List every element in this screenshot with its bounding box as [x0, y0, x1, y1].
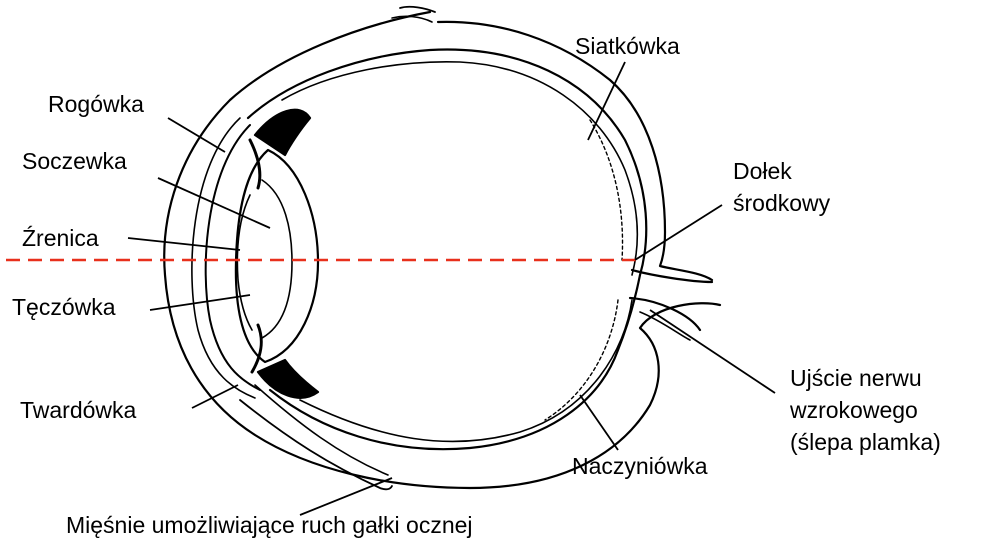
label-naczyniowka: Naczyniówka [572, 452, 708, 480]
leader-teczowka [150, 295, 250, 310]
retina-outline [545, 120, 623, 420]
ciliary-body-top [255, 110, 310, 155]
sclera-top-outline [438, 22, 712, 280]
lens-outline [236, 150, 318, 362]
ciliary-body-bottom [258, 360, 318, 398]
leader-naczyniowka [580, 395, 618, 450]
label-teczowka: Tęczówka [12, 293, 116, 321]
leader-soczewka [158, 178, 270, 228]
iris-top [250, 140, 260, 188]
label-siatkowka: Siatkówka [575, 32, 680, 60]
leader-dolek [635, 205, 722, 260]
label-soczewka: Soczewka [22, 147, 127, 175]
eye-muscle-bottom-2 [255, 385, 388, 475]
label-twardowka: Twardówka [20, 396, 136, 424]
leader-miesnie [300, 478, 392, 515]
leader-twardowka [192, 385, 238, 408]
label-dolek: Dołek środkowy [733, 155, 830, 219]
cornea-outline [206, 125, 260, 390]
label-rogowka: Rogówka [48, 90, 144, 118]
label-zrenica: Źrenica [22, 224, 99, 252]
leader-rogowka [168, 118, 225, 152]
label-miesnie: Mięśnie umożliwiające ruch gałki ocznej [66, 511, 473, 539]
leader-zrenica [128, 238, 240, 250]
eye-muscle-bottom [240, 400, 392, 489]
label-ujscie: Ujście nerwu wzrokowego (ślepa plamka) [790, 362, 941, 458]
leader-ujscie [650, 310, 775, 393]
